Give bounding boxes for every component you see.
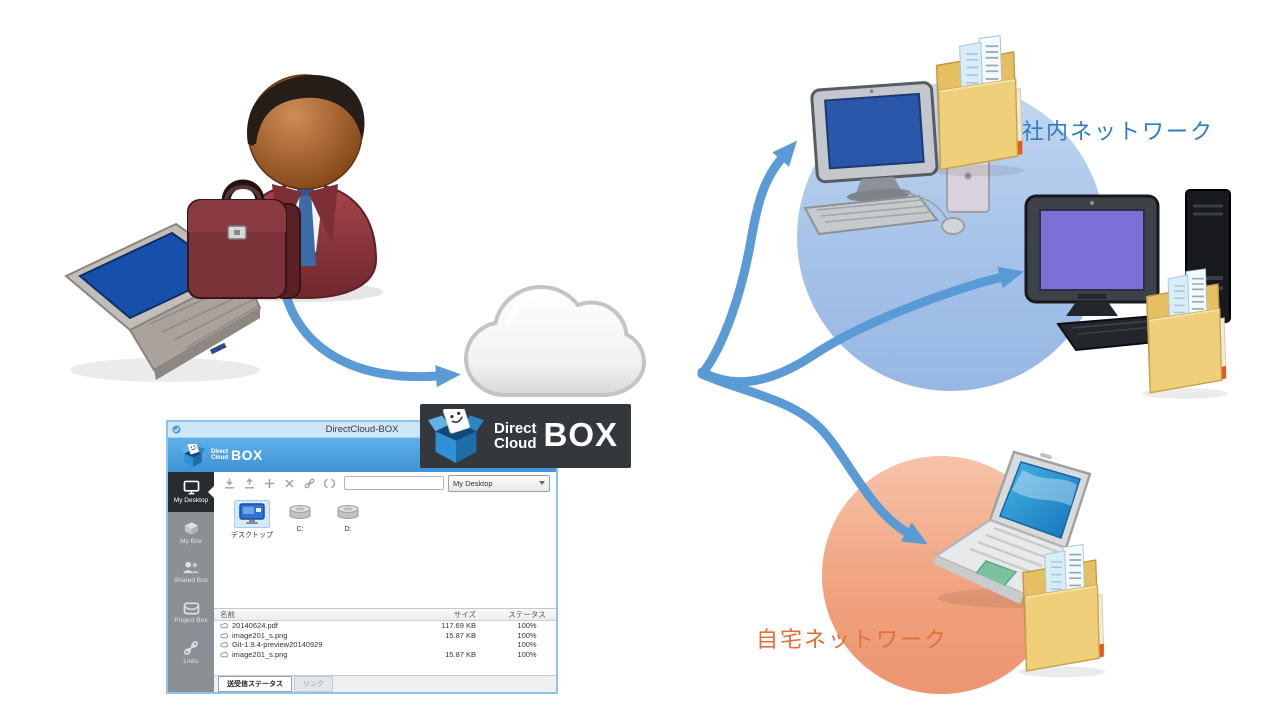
delete-button[interactable] bbox=[284, 478, 295, 489]
table-row[interactable]: image201_s.png 15.87 KB 100% bbox=[214, 650, 556, 660]
places-row: デスクトップ C: bbox=[214, 494, 556, 540]
project-box-icon bbox=[183, 601, 199, 614]
company-network-label: 社内ネットワーク bbox=[1022, 119, 1215, 144]
app-content: My Desktop bbox=[214, 472, 556, 692]
download-button[interactable] bbox=[224, 478, 235, 489]
header-box-icon bbox=[181, 444, 205, 467]
cloud-status-icon bbox=[220, 623, 229, 629]
cloud-icon bbox=[463, 284, 647, 397]
app-sidebar: My Desktop My Box bbox=[168, 472, 214, 692]
link-button[interactable] bbox=[304, 478, 315, 489]
link-icon bbox=[184, 640, 198, 655]
cloud-status-icon bbox=[220, 632, 229, 638]
arrow-cloud-to-office-pc1 bbox=[697, 140, 798, 379]
table-header-row: 名前 サイズ ステータス bbox=[214, 609, 556, 621]
tab-transfer-status[interactable]: 送受信ステータス bbox=[218, 676, 292, 692]
window-title: DirectCloud-BOX bbox=[325, 424, 399, 435]
badge-brand-box: BOX bbox=[543, 416, 619, 453]
table-row[interactable]: image201_s.png 15.87 KB 100% bbox=[214, 631, 556, 641]
sidebar-item-links[interactable]: Links bbox=[168, 632, 214, 672]
location-dropdown[interactable]: My Desktop bbox=[448, 474, 550, 492]
directcloud-logo-badge: Direct Cloud BOX bbox=[420, 404, 631, 468]
place-drive-d[interactable]: D: bbox=[324, 500, 372, 540]
folder-documents-icon bbox=[1017, 543, 1107, 679]
folder-documents-icon bbox=[1141, 267, 1229, 400]
search-input[interactable] bbox=[344, 476, 444, 490]
home-network-label: 自宅ネットワーク bbox=[756, 627, 949, 652]
briefcase-icon bbox=[187, 179, 301, 299]
window-app-icon bbox=[172, 425, 181, 434]
folder-documents-icon bbox=[930, 34, 1026, 178]
monitor-icon bbox=[183, 480, 199, 495]
transfer-table: 名前 サイズ ステータス 20140624.pdf 117.69 KB 100%… bbox=[214, 608, 556, 675]
badge-brand-name: Direct Cloud bbox=[494, 420, 537, 452]
box-icon bbox=[184, 521, 198, 535]
office-desktop-pc-dark-icon bbox=[1024, 189, 1231, 352]
desktop-icon bbox=[239, 503, 265, 524]
sidebar-item-my-desktop[interactable]: My Desktop bbox=[168, 472, 214, 512]
drive-icon bbox=[337, 504, 359, 519]
sidebar-item-my-box[interactable]: My Box bbox=[168, 512, 214, 552]
table-row[interactable]: 20140624.pdf 117.69 KB 100% bbox=[214, 621, 556, 631]
chevron-down-icon bbox=[539, 481, 545, 485]
directcloud-box-icon bbox=[428, 409, 484, 463]
arrow-user-to-cloud bbox=[281, 290, 461, 388]
app-toolbar: My Desktop bbox=[214, 472, 556, 494]
people-icon bbox=[183, 561, 199, 574]
sidebar-item-project-box[interactable]: Project Box bbox=[168, 592, 214, 632]
add-button[interactable] bbox=[264, 478, 275, 489]
cloud-status-icon bbox=[220, 651, 229, 657]
table-row[interactable]: Git-1.9.4-preview20140929 100% bbox=[214, 640, 556, 650]
header-brand-name: Direct Cloud bbox=[211, 448, 229, 462]
place-drive-c[interactable]: C: bbox=[276, 500, 324, 540]
tab-links[interactable]: リンク bbox=[294, 676, 333, 692]
drive-icon bbox=[289, 504, 311, 519]
cloud-status-icon bbox=[220, 642, 229, 648]
sidebar-item-shared-box[interactable]: Shared Box bbox=[168, 552, 214, 592]
bottom-tabbar: 送受信ステータス リンク bbox=[214, 675, 556, 692]
upload-button[interactable] bbox=[244, 477, 255, 489]
place-desktop[interactable]: デスクトップ bbox=[228, 500, 276, 540]
refresh-button[interactable] bbox=[324, 478, 335, 489]
header-brand-box: BOX bbox=[231, 447, 263, 463]
